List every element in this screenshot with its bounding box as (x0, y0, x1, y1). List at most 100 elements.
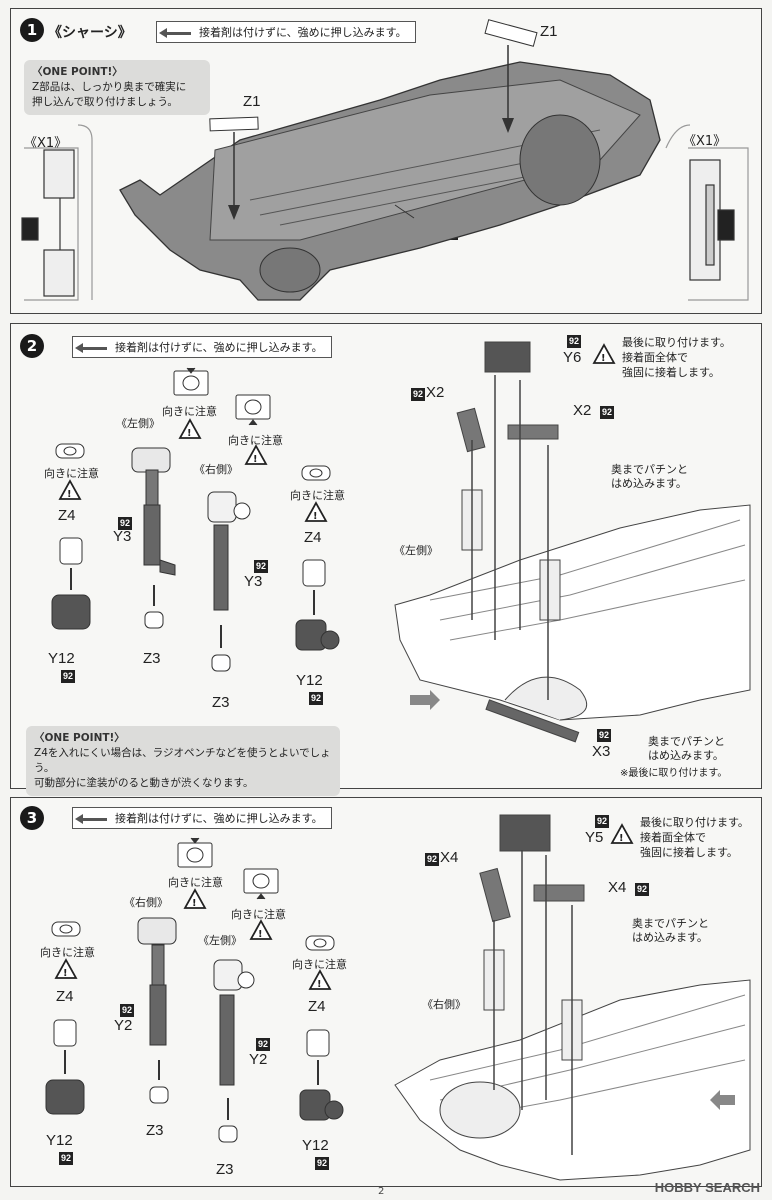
part-badge: 92 (120, 1004, 135, 1017)
part-label-y2: Y2 (249, 1051, 268, 1068)
x1-detail-right-illustration (665, 124, 749, 301)
one-point-line: Z4を入れにくい場合は、ラジオペンチなどを使うとよいでしょう。 (34, 747, 331, 774)
part-label-y12: Y12 (296, 672, 323, 689)
part-label-z1: Z1 (540, 23, 558, 40)
part-badge: 92 (315, 1157, 330, 1170)
chassis-x1-illustration (119, 19, 661, 301)
part-badge: 92 (118, 517, 133, 530)
part-label-z4: Z4 (304, 529, 322, 546)
part-badge: 92 (309, 692, 324, 705)
part-badge: 92 (567, 335, 582, 348)
y5-note: 最後に取り付けます。 (640, 816, 749, 829)
one-point-line: 押し込んで取り付けましょう。 (32, 96, 178, 108)
svg-text:!: ! (317, 979, 322, 990)
part-label-y6: Y6 (563, 349, 582, 366)
orientation-caution: 向きに注意 (40, 946, 95, 959)
snap-note: 奥までパチンと (611, 463, 688, 476)
part-badge: 92 (425, 853, 440, 866)
orientation-icon (51, 837, 335, 951)
arrow-left-icon (159, 27, 191, 38)
part-badge: 92 (254, 560, 269, 573)
side-label-left: 《左側》 (198, 934, 242, 947)
orientation-caution: 向きに注意 (168, 876, 223, 889)
part-badge: 92 (635, 883, 650, 896)
part-badge: 92 (256, 1038, 271, 1051)
caution-icon (58, 343, 616, 522)
part-label-x3: X3 (592, 743, 611, 760)
y6-note: 強固に接着します。 (622, 366, 720, 379)
svg-text:!: ! (63, 968, 68, 979)
part-label-x4: X4 (440, 849, 459, 866)
orientation-caution: 向きに注意 (292, 958, 347, 971)
svg-text:!: ! (187, 428, 192, 439)
part-label-z4: Z4 (308, 998, 326, 1015)
arrow-left-icon (75, 813, 107, 824)
part-badge: 92 (597, 729, 612, 742)
step-number: 2 (20, 334, 44, 358)
svg-text:!: ! (253, 454, 258, 465)
caution-mark: !!!!! (67, 353, 606, 522)
instruction-text: 接着剤は付けずに、強めに押し込みます。 (199, 26, 407, 39)
step-number: 1 (20, 18, 44, 42)
chassis-front-illustration (394, 814, 751, 1181)
svg-text:!: ! (313, 511, 318, 522)
instruction-text: 接着剤は付けずに、強めに押し込みます。 (115, 341, 323, 354)
one-point-line: Z部品は、しっかり奥まで確実に (32, 81, 187, 93)
one-point-box: 〈ONE POINT!〉 Z4を入れにくい場合は、ラジオペンチなどを使うとよいで… (26, 726, 340, 796)
part-badge: 92 (595, 815, 610, 828)
part-label-y5: Y5 (585, 829, 604, 846)
y6-note: 接着面全体で (622, 351, 688, 364)
x3-note: はめ込みます。 (648, 749, 724, 762)
side-label-left: 《左側》 (116, 417, 160, 430)
side-label-right: 《右側》 (194, 463, 238, 476)
x1-detail-label: 《X1》 (683, 134, 727, 149)
orientation-caution: 向きに注意 (162, 405, 217, 418)
caution-mark: !!!!! (63, 833, 624, 990)
part-label-y12: Y12 (48, 650, 75, 667)
part-label-y12: Y12 (302, 1137, 329, 1154)
orientation-icon (55, 367, 331, 481)
svg-text:!: ! (601, 353, 606, 364)
instruction-note: 接着剤は付けずに、強めに押し込みます。 (72, 336, 332, 358)
part-label-x4: X4 (608, 879, 627, 896)
hinge-part-illustrations (51, 447, 340, 672)
part-badge: 92 (59, 1152, 74, 1165)
caution-icon (54, 823, 634, 990)
part-label-z4: Z4 (58, 507, 76, 524)
part-label-x2: X2 (573, 402, 592, 419)
watermark: HOBBY SEARCH (654, 1180, 760, 1195)
part-label-z3: Z3 (146, 1122, 164, 1139)
part-label-z3: Z3 (216, 1161, 234, 1178)
part-badge: 92 (411, 388, 426, 401)
part-label-z3: Z3 (212, 694, 230, 711)
hinge-part-illustrations (45, 917, 344, 1143)
part-label-y12: Y12 (46, 1132, 73, 1149)
snap-note: はめ込みます。 (632, 931, 708, 944)
x1-detail-label: 《X1》 (24, 136, 68, 151)
y5-note: 接着面全体で (640, 831, 706, 844)
snap-note: はめ込みます。 (611, 477, 687, 490)
orientation-caution: 向きに注意 (228, 434, 283, 447)
side-label-left: 《左側》 (394, 544, 438, 557)
one-point-heading: 〈ONE POINT!〉 (34, 732, 125, 744)
arrow-left-icon (75, 342, 107, 353)
orientation-caution: 向きに注意 (290, 489, 345, 502)
x3-note: 奥までパチンと (648, 735, 725, 748)
part-label-x2: X2 (426, 384, 445, 401)
chassis-rear-illustration (394, 341, 751, 743)
svg-text:!: ! (258, 929, 263, 940)
instruction-note: 接着剤は付けずに、強めに押し込みます。 (72, 807, 332, 829)
part-label-y3: Y3 (113, 528, 132, 545)
y5-note: 強固に接着します。 (640, 846, 738, 859)
svg-text:!: ! (619, 833, 624, 844)
svg-text:!: ! (67, 489, 72, 500)
snap-note: 奥までパチンと (632, 917, 709, 930)
side-label-right: 《右側》 (422, 998, 466, 1011)
instruction-text: 接着剤は付けずに、強めに押し込みます。 (115, 812, 323, 825)
step-title: 《シャーシ》 (48, 25, 132, 41)
side-label-right: 《右側》 (124, 896, 168, 909)
instruction-note: 接着剤は付けずに、強めに押し込みます。 (156, 21, 416, 43)
